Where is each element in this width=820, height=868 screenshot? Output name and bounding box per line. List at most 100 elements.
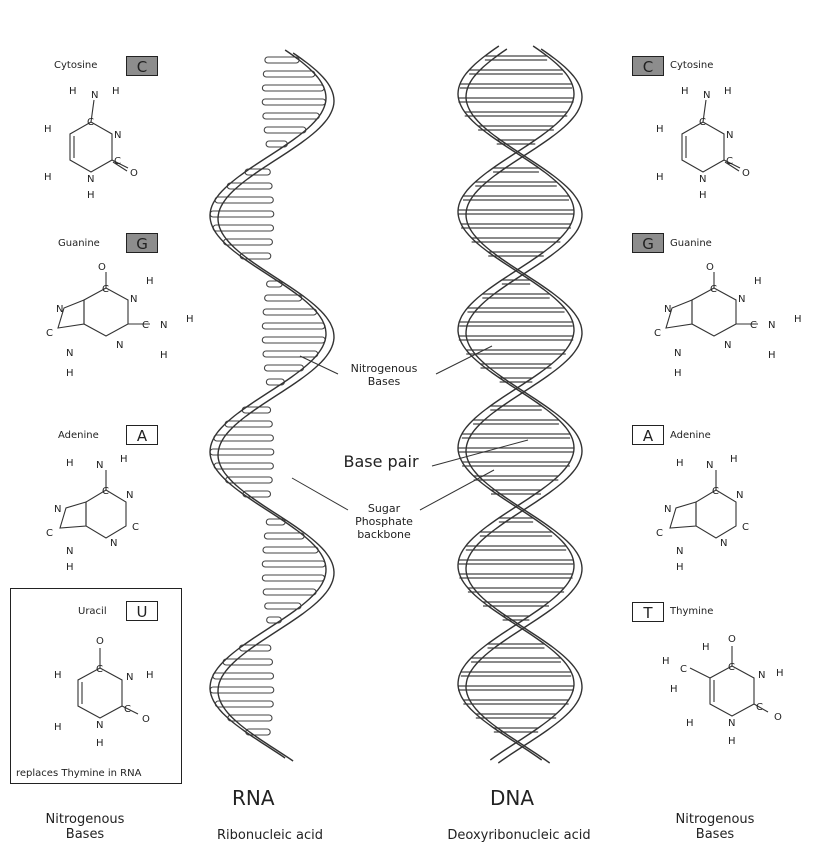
dna-subtitle: Deoxyribonucleic acid xyxy=(447,828,591,843)
atom: O xyxy=(706,262,714,273)
left-adenine-label: Adenine xyxy=(58,430,99,441)
atom: H xyxy=(656,124,664,135)
atom: N xyxy=(758,670,765,681)
atom: C xyxy=(654,328,661,339)
atom: H xyxy=(728,736,736,747)
atom: H xyxy=(730,454,738,465)
atom: H xyxy=(96,738,104,749)
left-uracil-letter-box: U xyxy=(126,601,158,621)
right-caption: Nitrogenous Bases xyxy=(660,812,770,842)
rna-base-stub xyxy=(263,532,305,540)
atom: H xyxy=(146,276,154,287)
right-adenine-structure: H N H C N C N N C N H xyxy=(656,454,749,573)
right-guanine-structure: O C N H C N H H N N C N H xyxy=(654,262,802,379)
atom: H xyxy=(66,368,74,379)
atom: H xyxy=(160,350,168,361)
right-thymine-label: Thymine xyxy=(670,606,714,617)
rna-base-stub xyxy=(261,336,326,344)
right-thymine-structure: H H C H O C N H C O N H H xyxy=(662,634,784,747)
nitrogenous-bases-annotation: Nitrogenous Bases xyxy=(334,362,434,388)
atom: N xyxy=(724,340,731,351)
atom: H xyxy=(754,276,762,287)
atom: C xyxy=(750,320,757,331)
annotation-sugar-line3: backbone xyxy=(357,528,411,541)
dna-backbone-b-edge xyxy=(457,45,575,761)
left-uracil-label: Uracil xyxy=(78,606,107,617)
atom: N xyxy=(116,340,123,351)
annotation-sugar-line2: Phosphate xyxy=(355,515,413,528)
atom: H xyxy=(674,368,682,379)
rna-base-stub xyxy=(224,420,273,428)
atom: N xyxy=(706,460,713,471)
rna-base-stub xyxy=(262,546,319,554)
left-caption-line1: Nitrogenous xyxy=(45,812,125,827)
atom: C xyxy=(726,156,733,167)
atom: H xyxy=(676,458,684,469)
atom: C xyxy=(96,664,103,675)
atom: N xyxy=(130,294,137,305)
right-guanine-label: Guanine xyxy=(670,238,712,249)
atom: N xyxy=(720,538,727,549)
right-thymine-letter-box: T xyxy=(632,602,664,622)
rna-base-stub xyxy=(261,98,327,106)
uracil-frame xyxy=(10,588,182,784)
rna-base-stub xyxy=(226,182,273,190)
right-cytosine-label: Cytosine xyxy=(670,60,714,71)
atom: H xyxy=(670,684,678,695)
rna-base-stub xyxy=(212,224,275,232)
atom: C xyxy=(46,528,53,539)
atom: O xyxy=(96,636,104,647)
atom: H xyxy=(54,722,62,733)
rna-helix xyxy=(209,49,335,762)
rna-base-stub xyxy=(261,574,326,582)
right-guanine-letter-box: G xyxy=(632,233,664,253)
atom: H xyxy=(702,642,710,653)
atom: N xyxy=(56,304,63,315)
rna-subtitle: Ribonucleic acid xyxy=(217,828,323,843)
atom: O xyxy=(142,714,150,725)
atom: N xyxy=(664,504,671,515)
pointer-nitrogenous-rna xyxy=(299,355,339,375)
atom: C xyxy=(124,704,131,715)
dna-title: DNA xyxy=(490,786,535,810)
atom: H xyxy=(44,172,52,183)
atom: C xyxy=(710,284,717,295)
atom: C xyxy=(132,522,139,533)
rna-base-stub xyxy=(261,560,326,568)
dna-backbone-a-edge xyxy=(465,48,583,764)
atom: H xyxy=(724,86,732,97)
atom: N xyxy=(110,538,117,549)
uracil-note: replaces Thymine in RNA xyxy=(16,768,142,779)
dna-helix xyxy=(457,45,583,764)
atom: H xyxy=(120,454,128,465)
atom: H xyxy=(676,562,684,573)
rna-backbone-a-edge xyxy=(217,52,335,762)
dna-backbone-a-edge xyxy=(457,45,575,761)
rna-base-stub xyxy=(262,112,320,120)
atom: N xyxy=(674,348,681,359)
atom: N xyxy=(664,304,671,315)
atom: H xyxy=(681,86,689,97)
atom: N xyxy=(126,490,133,501)
annotation-pointer-lines xyxy=(291,345,529,511)
atom: H xyxy=(662,656,670,667)
atom: N xyxy=(738,294,745,305)
atom: C xyxy=(680,664,687,675)
atom: O xyxy=(728,634,736,645)
rna-base-stub xyxy=(209,686,275,694)
atom: H xyxy=(656,172,664,183)
rna-base-stub xyxy=(209,448,275,456)
atom: H xyxy=(112,86,120,97)
atom: N xyxy=(66,348,73,359)
left-caption-line2: Bases xyxy=(65,827,105,842)
left-adenine-structure: H N H C N C N N C N H xyxy=(46,454,139,573)
atom: N xyxy=(736,490,743,501)
rna-base-stub xyxy=(264,56,300,64)
right-caption-line1: Nitrogenous xyxy=(675,812,755,827)
dna-backbone-b-edge xyxy=(465,48,583,764)
atom: C xyxy=(114,156,121,167)
atom: N xyxy=(96,720,103,731)
rna-backbone-a-edge xyxy=(209,49,327,759)
